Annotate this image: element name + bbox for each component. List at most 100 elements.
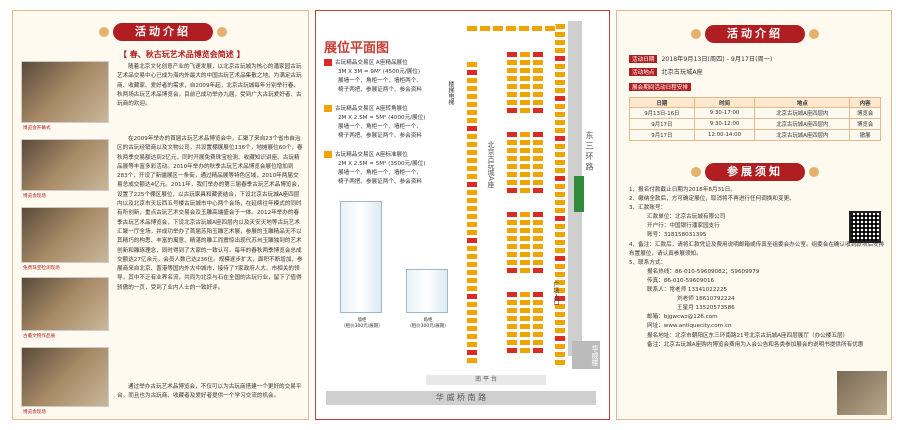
booth — [554, 191, 566, 198]
booth — [554, 71, 566, 78]
booth — [518, 25, 530, 32]
schedule-cell: 9月17日 — [629, 129, 695, 141]
booth — [532, 179, 544, 186]
booth — [519, 75, 531, 82]
booth — [506, 219, 518, 226]
booth — [532, 211, 544, 218]
booth — [519, 147, 531, 154]
note-fax: 传真：86-010-59609016 — [647, 277, 715, 284]
booth — [506, 163, 518, 170]
booth — [532, 251, 544, 258]
booth — [506, 187, 518, 194]
booth — [506, 67, 518, 74]
wall-cabinet-illustration — [340, 201, 382, 313]
booth — [466, 157, 478, 164]
booth — [506, 267, 518, 274]
booth — [506, 347, 518, 354]
legend-title-standard: 古玩精品交易区 A座标准展位 — [335, 152, 408, 158]
booth — [554, 111, 566, 118]
schedule-title: 展会期间活动日程安排 — [629, 83, 691, 91]
booth — [506, 131, 518, 138]
booth — [554, 183, 566, 190]
booth — [554, 223, 566, 230]
booth — [466, 149, 478, 156]
booth — [554, 79, 566, 86]
activity-intro-header-right: 活动介绍 — [691, 25, 819, 43]
booth — [554, 215, 566, 222]
wall-cabinet-caption: 墙柜 （租价300元/展期） — [341, 318, 383, 329]
booth — [532, 171, 544, 178]
booth — [554, 295, 566, 302]
booth — [554, 311, 566, 318]
booth — [532, 339, 544, 346]
booth — [554, 95, 566, 102]
booth — [519, 267, 531, 274]
booth — [519, 107, 531, 114]
booth — [519, 51, 531, 58]
booth — [554, 151, 566, 158]
booth — [532, 235, 544, 242]
booth — [466, 237, 478, 244]
note-account-title: 3、汇款账号： — [629, 205, 667, 212]
note-payment: 2、缴纳全款后，方可确定展位，取消将不再进行任何调换和变更。 — [629, 196, 795, 203]
antique-exhibition-photo — [21, 277, 109, 331]
schedule-cell: 9月17日 — [629, 118, 695, 130]
booth — [519, 211, 531, 218]
booth — [466, 205, 478, 212]
booth — [532, 59, 544, 66]
booth — [532, 107, 544, 114]
booth — [519, 251, 531, 258]
table-row: 9月13日-16日 9:30-17:00 北京古玩城A座四层内 博览会 — [629, 107, 881, 119]
booth — [506, 315, 518, 322]
booth — [506, 307, 518, 314]
booth — [466, 141, 478, 148]
booth — [554, 135, 566, 142]
booth — [554, 175, 566, 182]
note-email: 邮箱：bjgwcwz@126.com — [647, 314, 718, 321]
legend-line1-premium: 展墙一个、角柜一个、墙柜两个、 — [338, 78, 422, 84]
booth — [532, 147, 544, 154]
opening-ceremony-photo — [21, 61, 109, 123]
legend-size-corner: 2M X 2.5M = 5M² (4000元/展位) — [338, 115, 426, 121]
activity-place-value: 北京古玩城A座 — [661, 69, 703, 76]
legend-swatch-red — [324, 59, 332, 66]
schedule-cell: 9:30-12:00 — [693, 118, 756, 130]
exhibitor-notes: 1、报名付款截止日期为2018年8月31日。 2、缴纳全款后，方可确定展位，取消… — [629, 186, 885, 350]
table-row: 9月17日 9:30-12:00 北京古玩城A座四层内 博览会 — [629, 118, 881, 130]
booth — [466, 341, 478, 348]
square-entry-label: 广场入口 — [552, 281, 559, 305]
booth — [466, 117, 478, 124]
booth — [532, 323, 544, 330]
schedule-cell: 北京古玩城A座四层内 — [754, 107, 851, 119]
booth — [532, 307, 544, 314]
booth — [466, 317, 478, 324]
booth — [554, 343, 566, 350]
booth — [492, 25, 504, 32]
schedule-table: 日期 时间 地点 内容 9月13日-16日 9:30-17:00 北京古玩城A座… — [629, 97, 881, 141]
floor-plan-frame: 展位平面图 古玩精品交易区 A座精品展位 3M X 3M = 9M² (4500… — [315, 10, 610, 420]
booth — [554, 319, 566, 326]
booth — [554, 87, 566, 94]
booth — [466, 125, 478, 132]
booth — [466, 333, 478, 340]
booth — [532, 291, 544, 298]
note-hotline: 报名热线：86-010-59609082；59609979 — [647, 268, 760, 275]
legend-item-standard: 古玩精品交易区 A座标准展位 2M X 2.5M = 5M² (3500元/展位… — [324, 151, 425, 187]
booth — [466, 189, 478, 196]
booth — [554, 199, 566, 206]
floor-plan-title: 展位平面图 — [324, 41, 390, 56]
booth — [466, 213, 478, 220]
booth — [506, 99, 518, 106]
activity-date-tag: 活动日期 — [629, 55, 658, 63]
booth — [532, 187, 544, 194]
booth — [554, 39, 566, 46]
booth — [554, 255, 566, 262]
booth — [466, 133, 478, 140]
booth — [519, 243, 531, 250]
booth — [519, 59, 531, 66]
booth — [506, 91, 518, 98]
activity-date-value: 2018年9月13日(周四) - 9月17日(周一) — [661, 56, 773, 63]
booth — [506, 291, 518, 298]
left-panel: 活动介绍 【 春、秋古玩艺术品博览会简述 】 博览会开幕式 博览会现场 免费珠宝… — [12, 10, 309, 420]
